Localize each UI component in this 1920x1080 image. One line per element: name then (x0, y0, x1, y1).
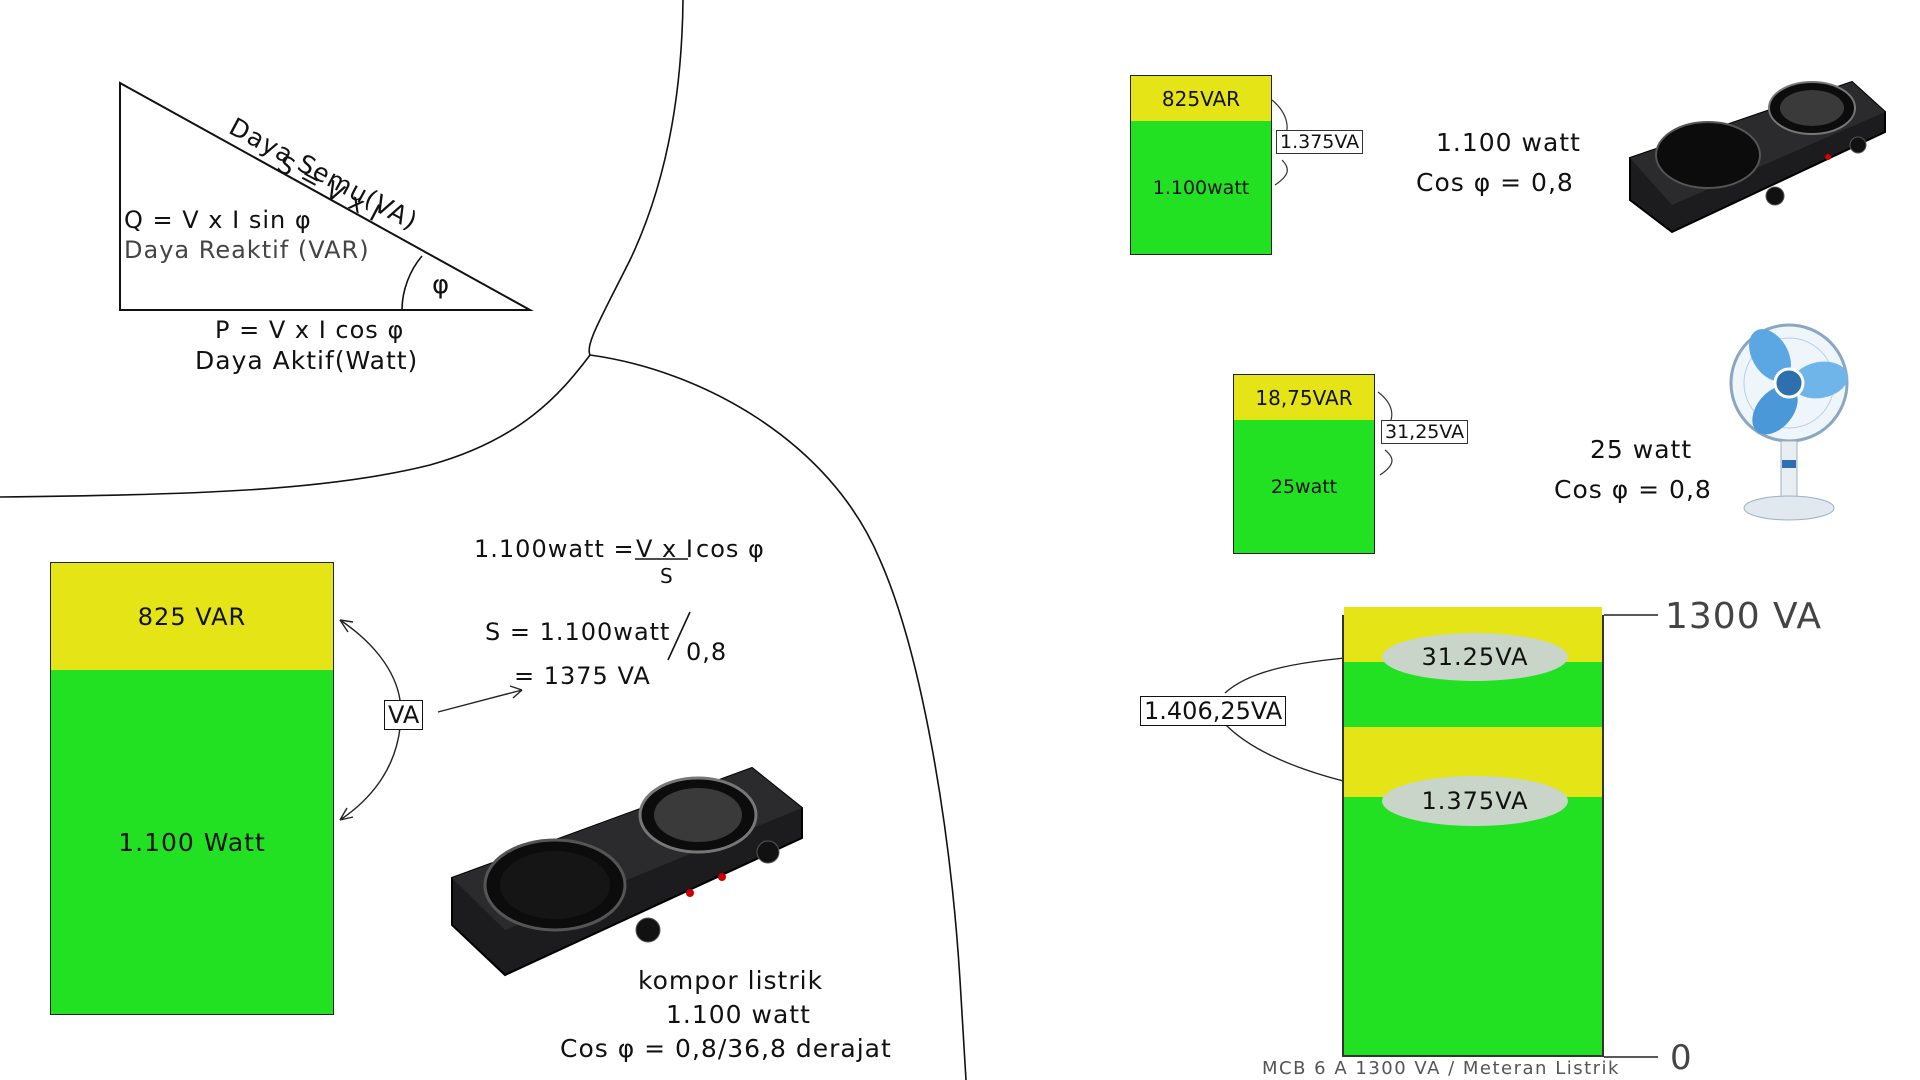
device2-active-segment: 25watt (1234, 420, 1374, 553)
device1-va-tag: 1.375VA (1276, 130, 1364, 154)
stove-image (451, 766, 803, 977)
device1-reactive-segment: 825VAR (1131, 76, 1271, 121)
arrow-head-watt (339, 807, 354, 821)
reactive-segment: 825 VAR (51, 563, 333, 670)
stove-watt: 1.100 watt (666, 1000, 811, 1029)
device2-bar: 18,75VAR 25watt (1233, 374, 1375, 554)
calc-line2: S = 1.100watt (485, 618, 671, 646)
device2-watt: 25 watt (1590, 435, 1693, 464)
calc-line1-den: S (660, 564, 674, 588)
reactive-label: 825 VAR (137, 602, 247, 631)
meter-min-label: 0 (1670, 1038, 1693, 1078)
meter-ellipse-bottom: 1.375VA (1382, 776, 1568, 826)
angle-arc (401, 255, 423, 311)
device2-va-tag: 31,25VA (1381, 420, 1469, 444)
calc-line1-num: V x I (636, 535, 694, 563)
active-label: 1.100 Watt (118, 827, 266, 857)
calc-line3: = 1375 VA (514, 662, 651, 690)
arrow-head-var (339, 619, 354, 633)
stove-cos: Cos φ = 0,8/36,8 derajat (560, 1034, 892, 1063)
power-triangle (119, 81, 534, 311)
division-slash (667, 611, 691, 661)
q-formula: Q = V x I sin φ (124, 206, 312, 234)
power-bar-left: 825 VAR 1.100 Watt (50, 562, 334, 1015)
p-formula: P = V x I cos φ (215, 316, 405, 344)
arrow-head-calc (509, 685, 523, 699)
stove-image-small (1629, 80, 1886, 234)
meter-caption: MCB 6 A 1300 VA / Meteran Listrik (1262, 1058, 1620, 1079)
divider-curve-middle (589, 354, 967, 1080)
brace-device2-bottom (1379, 449, 1393, 476)
active-segment: 1.100 Watt (51, 670, 333, 1014)
angle-symbol: φ (432, 270, 451, 300)
meter-max-label: 1300 VA (1665, 596, 1823, 637)
fan-image (1729, 323, 1849, 521)
device1-reactive-label: 825VAR (1161, 86, 1241, 111)
calc-line2-divisor: 0,8 (686, 638, 728, 666)
meter-total-tag: 1.406,25VA (1140, 696, 1287, 726)
device2-reactive-label: 18,75VAR (1255, 385, 1353, 410)
meter-bar (1342, 607, 1604, 1057)
device1-watt: 1.100 watt (1436, 128, 1581, 157)
arrow-to-calc (437, 689, 523, 713)
q-label: Daya Reaktif (VAR) (124, 236, 370, 264)
p-label: Daya Aktif(Watt) (195, 346, 419, 375)
device2-cos: Cos φ = 0,8 (1554, 475, 1712, 504)
calc-line1-rhs: cos φ (696, 535, 765, 563)
arrow-to-var (339, 619, 401, 701)
brace-device1-bottom (1274, 159, 1288, 186)
arrow-to-watt (339, 727, 401, 821)
va-tag: VA (384, 700, 424, 730)
device1-active-segment: 1.100watt (1131, 121, 1271, 254)
divider-curve-left (0, 0, 684, 498)
meter-ellipse-top: 31.25VA (1382, 633, 1568, 681)
device1-cos: Cos φ = 0,8 (1416, 168, 1574, 197)
device2-reactive-segment: 18,75VAR (1234, 375, 1374, 420)
stove-name: kompor listrik (638, 966, 824, 995)
device2-active-label: 25watt (1270, 475, 1338, 498)
device1-bar: 825VAR 1.100watt (1130, 75, 1272, 255)
calc-line1-lhs: 1.100watt = (474, 535, 635, 563)
device1-active-label: 1.100watt (1152, 176, 1250, 199)
